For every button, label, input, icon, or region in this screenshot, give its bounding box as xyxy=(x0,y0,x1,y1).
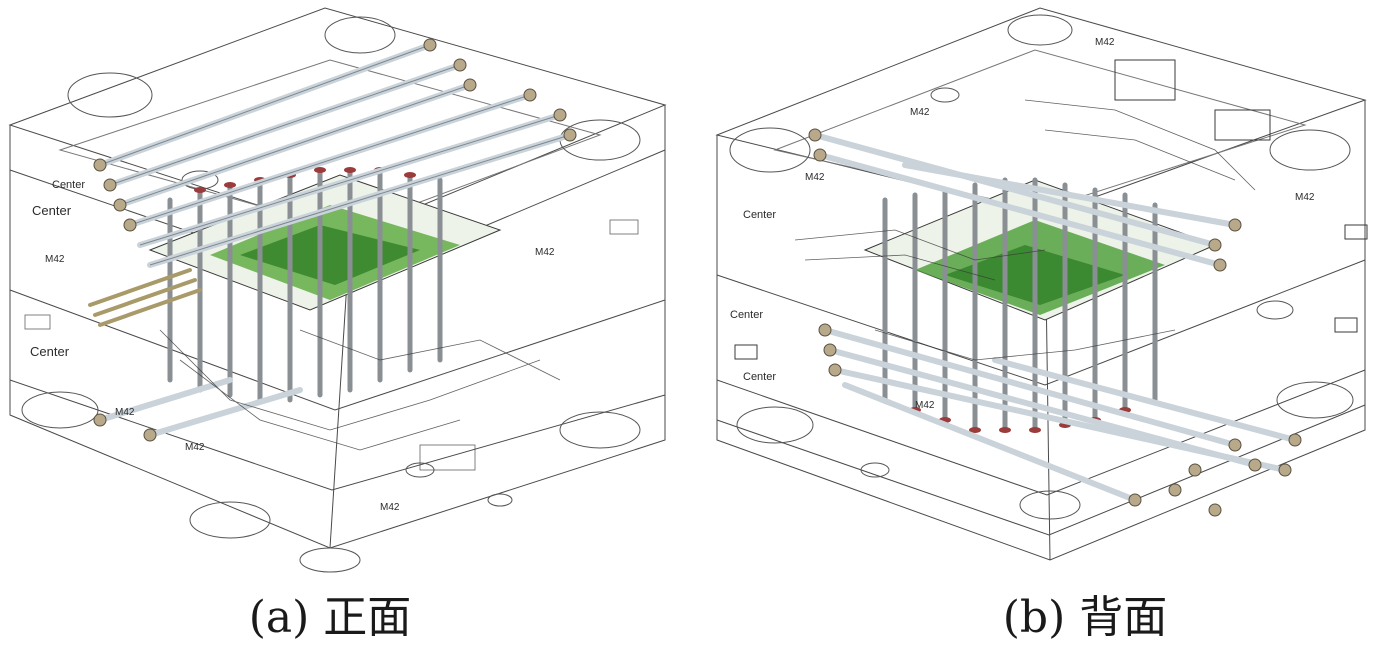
label-m42: M42 xyxy=(915,400,935,411)
label-m42: M42 xyxy=(185,442,205,453)
mold-wireframe-front: Center Center Center M42 M42 M42 M42 M42 xyxy=(8,7,667,573)
label-m42: M42 xyxy=(115,407,135,418)
mold-wireframe-back: Center Center Center M42 M42 M42 M42 M42 xyxy=(715,7,1368,561)
panel-front-view: Center Center Center M42 M42 M42 M42 M42… xyxy=(0,0,690,654)
label-m42: M42 xyxy=(805,172,825,183)
label-center: Center xyxy=(32,203,72,218)
label-center: Center xyxy=(730,309,763,321)
label-m42: M42 xyxy=(45,254,65,265)
caption-front-view: (a) 正面 xyxy=(248,592,412,643)
label-m42: M42 xyxy=(535,247,555,258)
caption-back-view: (b) 背面 xyxy=(1002,592,1168,643)
label-center: Center xyxy=(52,179,85,191)
label-center: Center xyxy=(743,371,776,383)
label-center: Center xyxy=(743,209,776,221)
label-m42: M42 xyxy=(910,107,930,118)
label-m42: M42 xyxy=(1295,192,1315,203)
label-center: Center xyxy=(30,344,70,359)
label-m42: M42 xyxy=(1095,37,1115,48)
panel-back-view: Center Center Center M42 M42 M42 M42 M42… xyxy=(695,0,1387,654)
label-m42: M42 xyxy=(380,502,400,513)
